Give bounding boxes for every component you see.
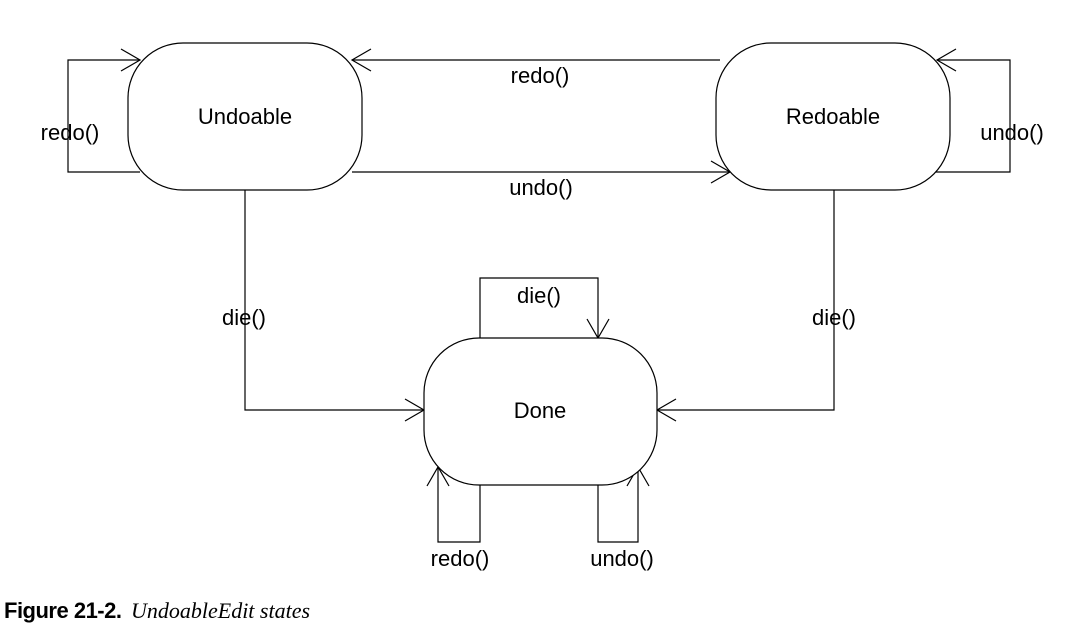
state-label-undoable: Undoable: [198, 104, 292, 129]
arrowhead: [935, 48, 957, 72]
state-undoable: Undoable: [127, 42, 363, 191]
edge-label-undoable-self-redo: redo(): [41, 120, 100, 145]
edge-redoable-to-undoable-redo: [350, 48, 720, 72]
state-done: Done: [423, 337, 658, 486]
state-label-done: Done: [514, 398, 567, 423]
edge-undoable-self-redo: [67, 48, 142, 173]
edge-label-redoable-to-done-die: die(): [812, 305, 856, 330]
edge-label-done-self-die: die(): [517, 283, 561, 308]
state-label-redoable: Redoable: [786, 104, 880, 129]
arrowhead: [120, 48, 142, 72]
edge-undoable-to-done-die: [244, 190, 426, 422]
figure-caption: Figure 21-2. UndoableEdit states: [4, 598, 310, 624]
state-redoable: Redoable: [715, 42, 951, 191]
edge-label-undoable-to-done-die: die(): [222, 305, 266, 330]
edge-label-redoable-self-undo: undo(): [980, 120, 1044, 145]
figure-title: UndoableEdit states: [130, 598, 311, 623]
arrowhead: [350, 48, 372, 72]
state-diagram: Undoable Redoable Done redo() redo() und…: [41, 42, 1044, 571]
edge-label-done-self-redo: redo(): [431, 546, 490, 571]
edge-redoable-to-done-die: [655, 190, 835, 422]
figure-number: Figure 21-2.: [4, 598, 122, 623]
edge-label-undoable-to-redoable-undo: undo(): [509, 175, 573, 200]
edge-label-done-self-undo: undo(): [590, 546, 654, 571]
edge-redoable-self-undo: [935, 48, 1011, 173]
edge-label-redoable-to-undoable-redo: redo(): [511, 63, 570, 88]
